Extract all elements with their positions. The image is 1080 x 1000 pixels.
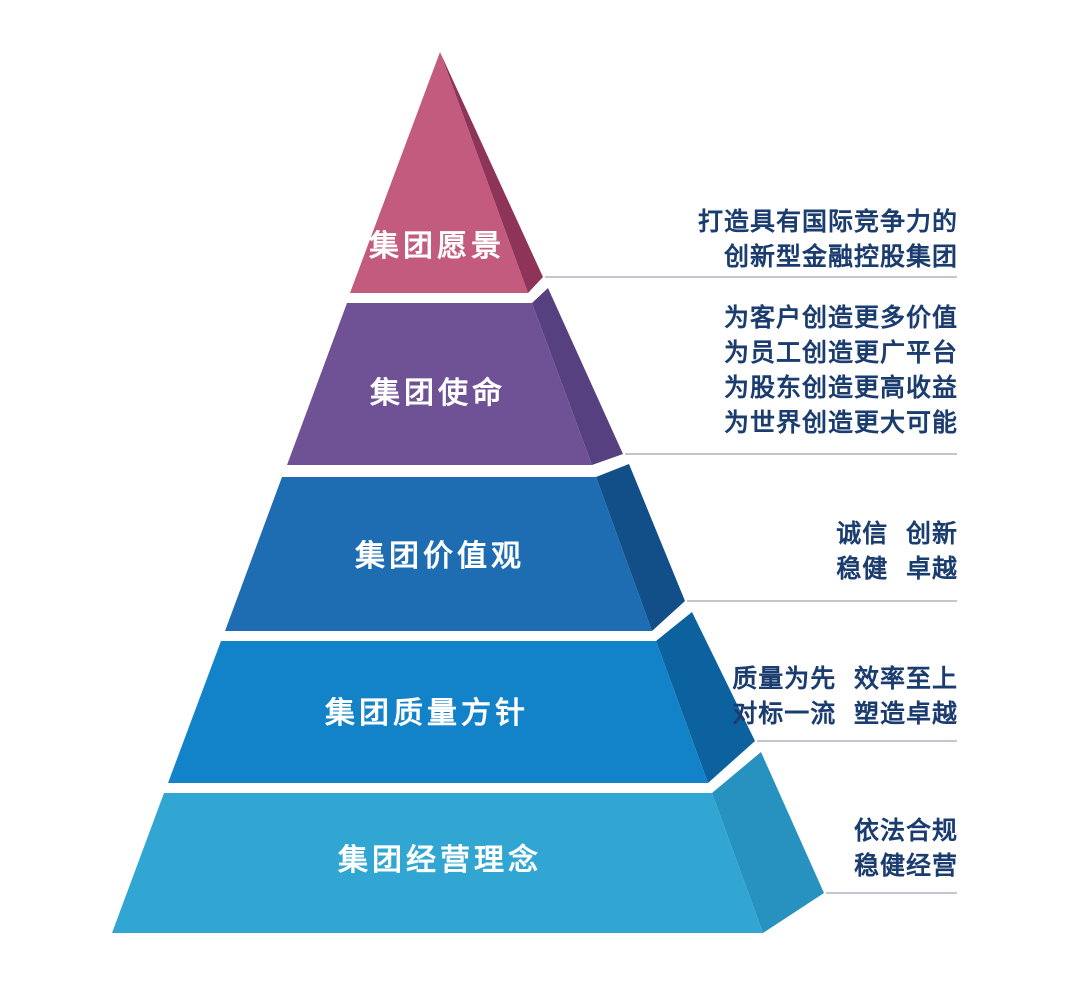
tier5-description-line: 依法合规: [853, 816, 958, 845]
tier4-description-line: 对标一流 塑造卓越: [732, 699, 958, 728]
tier4-description-line: 质量为先 效率至上: [732, 664, 958, 693]
tier3-description-line: 稳健 卓越: [836, 554, 958, 583]
tier4-front-face: [168, 641, 708, 783]
tier4-side-face: [656, 612, 755, 783]
tier3-description-line: 诚信 创新: [836, 519, 958, 548]
tier2-description-line: 为客户创造更多价值: [723, 303, 958, 332]
tier2-label: 集团使命: [370, 376, 506, 411]
tier5-description-line: 稳健经营: [853, 851, 958, 880]
tier5-front-face: [112, 793, 763, 933]
tier5-description: 依法合规 稳健经营: [854, 813, 958, 883]
tier1-description-line: 打造具有国际竞争力的: [697, 207, 958, 236]
tier2-description: 为客户创造更多价值 为员工创造更广平台 为股东创造更高收益 为世界创造更大可能: [724, 300, 958, 440]
tier2-description-line: 为股东创造更高收益: [723, 373, 958, 402]
tier2-description-line: 为员工创造更广平台: [723, 338, 958, 367]
tier3-label: 集团价值观: [355, 539, 525, 574]
tier1-front-face: [350, 52, 528, 293]
tier1-label: 集团愿景: [369, 229, 505, 264]
tier5-side-face: [712, 752, 824, 933]
tier1-description: 打造具有国际竞争力的 创新型金融控股集团: [698, 204, 958, 274]
tier3-side-face: [596, 464, 685, 631]
tier2-description-line: 为世界创造更大可能: [723, 408, 958, 437]
tier4-label: 集团质量方针: [325, 696, 529, 731]
tier1-description-line: 创新型金融控股集团: [723, 242, 958, 271]
tier1-side-face: [440, 52, 543, 293]
tier2-front-face: [287, 303, 592, 465]
tier4-description: 质量为先 效率至上 对标一流 塑造卓越: [732, 661, 958, 731]
tier2-side-face: [532, 288, 623, 465]
tier3-description: 诚信 创新 稳健 卓越: [836, 516, 958, 586]
tier3-front-face: [225, 477, 652, 631]
tier5-label: 集团经营理念: [338, 843, 542, 878]
